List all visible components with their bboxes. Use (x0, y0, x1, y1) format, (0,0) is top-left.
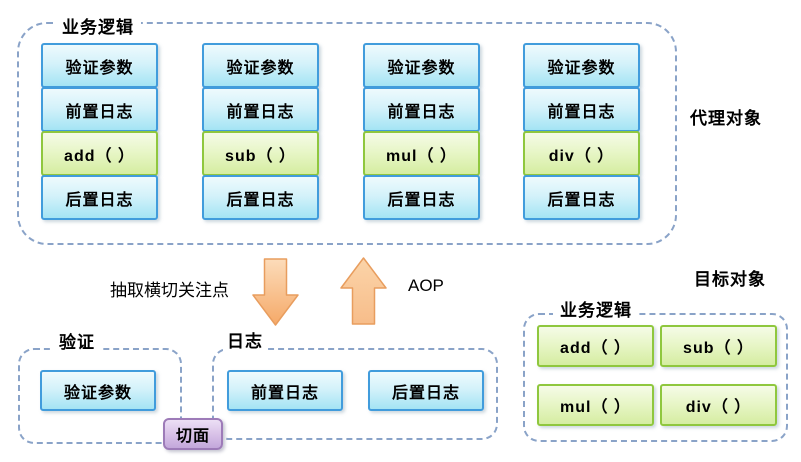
cell-method-add: add（ ） (41, 131, 158, 176)
box-method-mul: mul（ ） (537, 384, 654, 426)
target-group-frame (523, 313, 788, 442)
logging-group-frame (212, 348, 498, 440)
extract-crosscut-label: 抽取横切关注点 (110, 281, 229, 300)
target-object-label: 目标对象 (694, 270, 766, 289)
validation-group-label: 验证 (52, 328, 102, 353)
box-pre-log: 前置日志 (227, 370, 343, 411)
cell-post-log: 后置日志 (523, 175, 640, 220)
cell-post-log: 后置日志 (363, 175, 480, 220)
proxy-group-frame (17, 22, 677, 245)
proxy-column-add: 验证参数 前置日志 add（ ） 后置日志 (41, 43, 158, 220)
proxy-column-sub: 验证参数 前置日志 sub（ ） 后置日志 (202, 43, 319, 220)
cell-validate-params: 验证参数 (202, 43, 319, 88)
proxy-group-label: 业务逻辑 (55, 13, 141, 38)
cell-validate-params: 验证参数 (523, 43, 640, 88)
proxy-column-mul: 验证参数 前置日志 mul（ ） 后置日志 (363, 43, 480, 220)
target-group-label: 业务逻辑 (553, 296, 639, 321)
cell-post-log: 后置日志 (202, 175, 319, 220)
aop-label: AOP (408, 276, 444, 295)
extract-down-arrow-icon (252, 258, 299, 326)
box-method-sub: sub（ ） (660, 325, 777, 367)
cell-method-mul: mul（ ） (363, 131, 480, 176)
aspect-badge: 切面 (163, 418, 223, 450)
aop-up-arrow-icon (340, 257, 387, 325)
box-post-log: 后置日志 (368, 370, 484, 411)
box-method-div: div（ ） (660, 384, 777, 426)
cell-pre-log: 前置日志 (363, 87, 480, 132)
cell-method-div: div（ ） (523, 131, 640, 176)
proxy-column-div: 验证参数 前置日志 div（ ） 后置日志 (523, 43, 640, 220)
cell-validate-params: 验证参数 (41, 43, 158, 88)
cell-pre-log: 前置日志 (41, 87, 158, 132)
cell-validate-params: 验证参数 (363, 43, 480, 88)
logging-group-label: 日志 (223, 327, 267, 352)
proxy-object-label: 代理对象 (690, 109, 762, 128)
cell-pre-log: 前置日志 (523, 87, 640, 132)
cell-pre-log: 前置日志 (202, 87, 319, 132)
cell-post-log: 后置日志 (41, 175, 158, 220)
box-method-add: add（ ） (537, 325, 654, 367)
cell-method-sub: sub（ ） (202, 131, 319, 176)
box-validate-params: 验证参数 (40, 370, 156, 411)
